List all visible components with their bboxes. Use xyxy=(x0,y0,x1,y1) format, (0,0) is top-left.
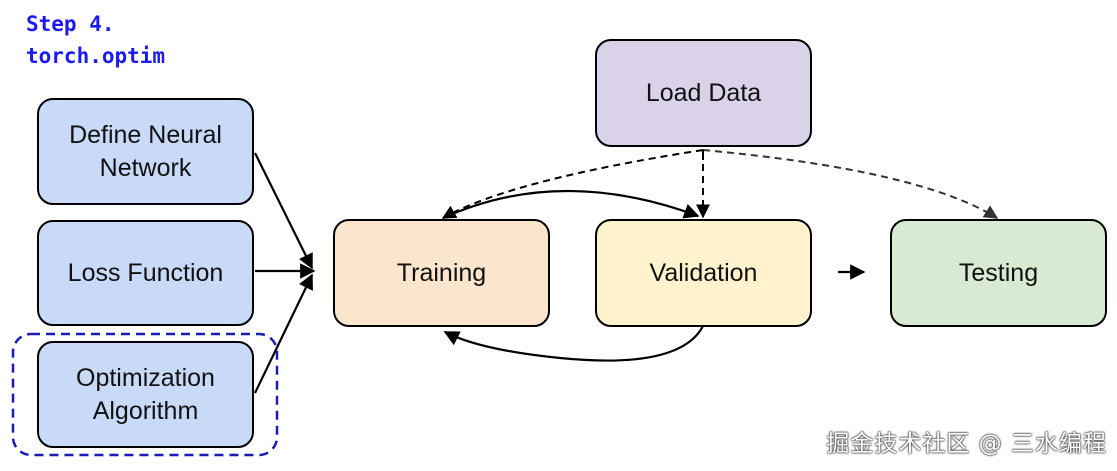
testing-label: Testing xyxy=(958,258,1039,287)
loss-function-box: Loss Function xyxy=(37,220,254,326)
define-network-label-line2: Network xyxy=(99,153,192,182)
load-data-label: Load Data xyxy=(645,78,762,107)
load-data-box: Load Data xyxy=(595,39,812,147)
arrow-network-to-training xyxy=(254,152,313,270)
arrow-training-to-validation xyxy=(442,189,700,220)
loss-function-label: Loss Function xyxy=(67,258,224,287)
arrow-optimizer-to-training xyxy=(254,273,313,394)
validation-box: Validation xyxy=(595,219,812,327)
arrow-data-to-training xyxy=(441,149,704,219)
optimizer-highlight xyxy=(11,332,279,457)
training-label: Training xyxy=(396,258,487,287)
validation-label: Validation xyxy=(649,258,758,287)
arrow-validation-to-training xyxy=(443,325,704,362)
define-network-label-line1: Define Neural xyxy=(69,120,222,149)
watermark: 掘金技术社区 @ 三水编程 xyxy=(826,431,1107,457)
optimization-label-line2: Algorithm xyxy=(92,396,199,425)
step-label: Step 4. xyxy=(26,12,115,36)
testing-box: Testing xyxy=(890,219,1107,327)
arrow-data-to-testing xyxy=(702,149,999,219)
training-box: Training xyxy=(333,219,550,327)
define-network-box: Define Neural Network xyxy=(37,98,254,205)
module-label: torch.optim xyxy=(26,44,166,68)
optimization-box: Optimization Algorithm xyxy=(37,341,254,448)
optimization-label-line1: Optimization xyxy=(76,363,215,392)
